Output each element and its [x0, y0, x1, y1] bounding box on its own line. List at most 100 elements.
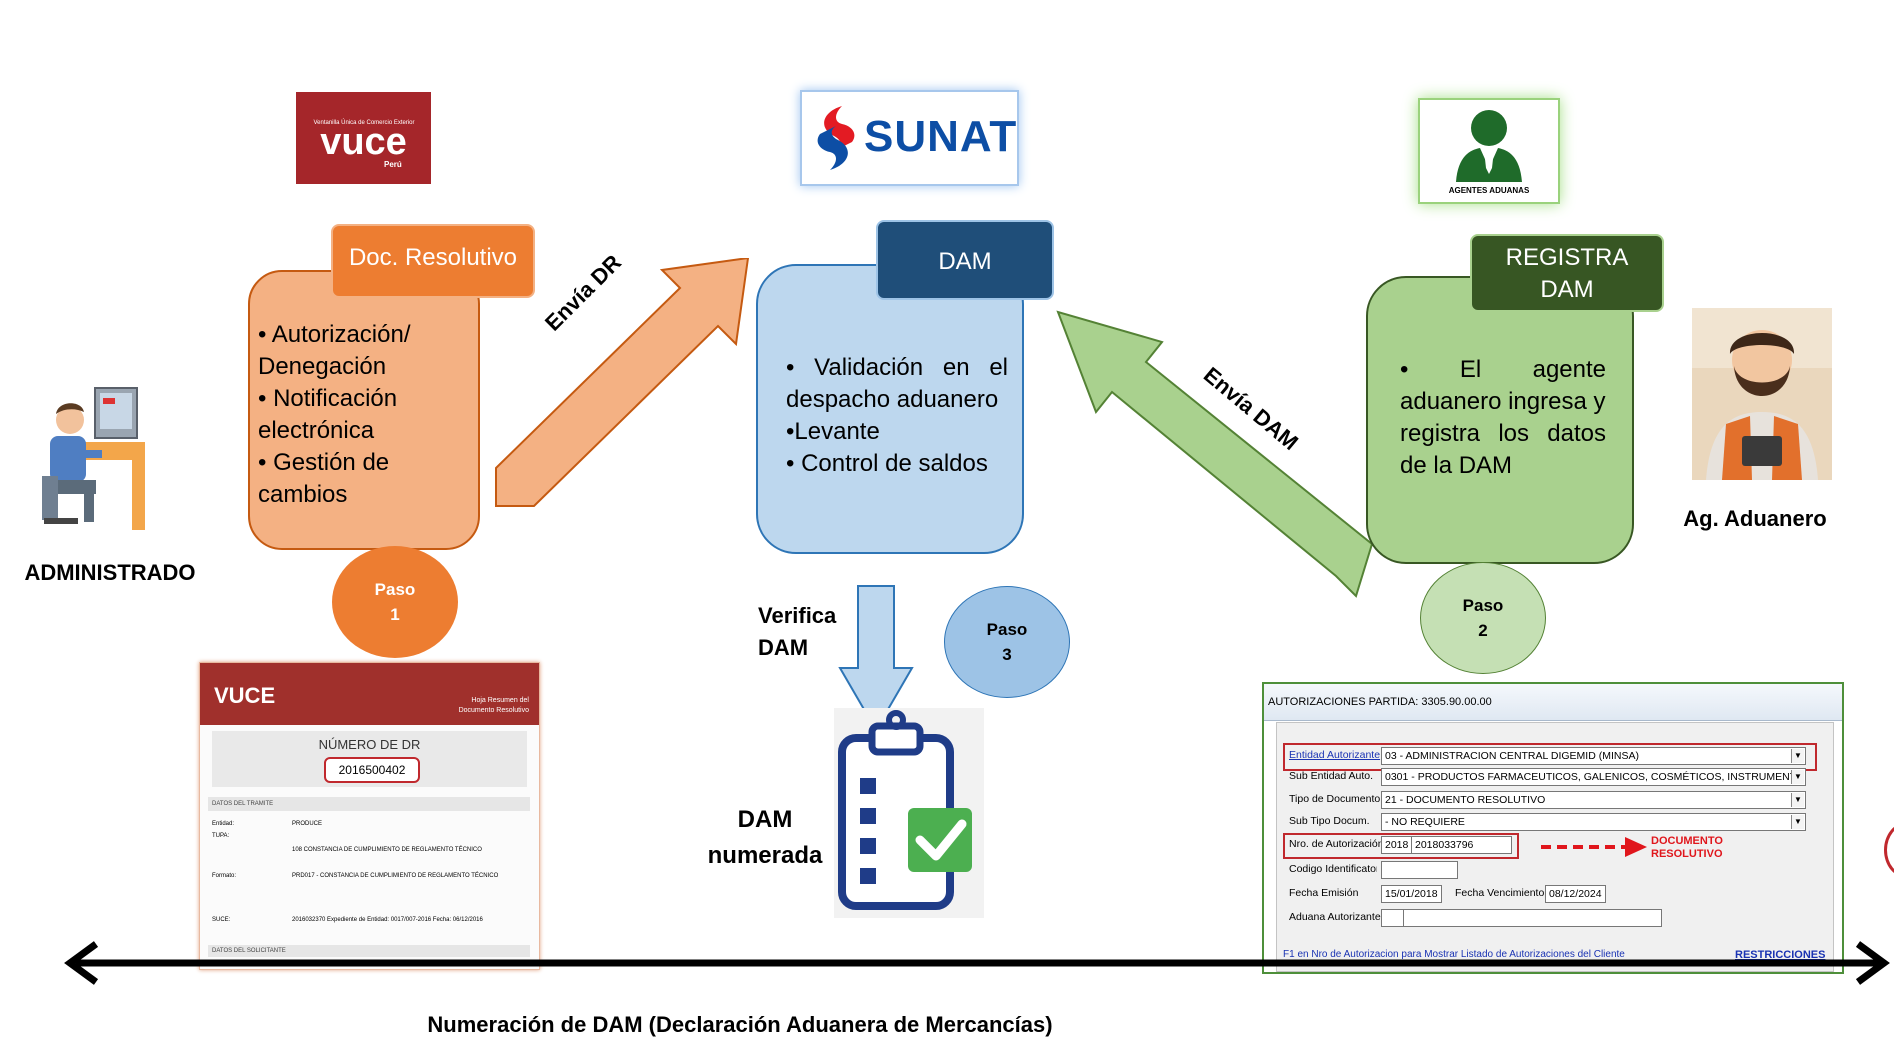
- codigo-identificatorio-input[interactable]: [1381, 861, 1458, 879]
- restricciones-link[interactable]: RESTRICCIONES: [1735, 949, 1826, 961]
- ag-aduanero-label: Ag. Aduanero: [1683, 506, 1827, 531]
- doc-resolutivo-item: cambios: [258, 481, 348, 508]
- vuce-doc-row-value: 2016032370 Expediente de Entidad: 0017/0…: [292, 917, 483, 923]
- nro-autorizacion-label: Nro. de Autorización: [1289, 838, 1384, 850]
- envia-dr-arrow: [495, 258, 750, 507]
- chevron-down-icon[interactable]: ▼: [1791, 793, 1804, 807]
- chevron-down-icon[interactable]: ▼: [1791, 815, 1804, 829]
- registra-dam-tab-line: REGISTRA: [1505, 244, 1629, 271]
- vuce-document-preview: VUCE Hoja Resumen del Documento Resoluti…: [199, 662, 540, 970]
- paso-1-number: 1: [390, 605, 400, 624]
- documento-resolutivo-callout: DOCUMENTO RESOLUTIVO: [1651, 835, 1723, 861]
- sunat-logo: SUNAT: [800, 90, 1019, 186]
- aduana-autorizante-label: Aduana Autorizante: [1289, 911, 1381, 923]
- vuce-doc-header-right-1: Hoja Resumen del: [471, 697, 529, 704]
- nro-autorizacion-year-input[interactable]: 2018: [1381, 836, 1412, 854]
- vuce-doc-row-key: Formato:: [212, 873, 237, 879]
- doc-resolutivo-item: electrónica: [258, 417, 375, 444]
- vuce-doc-row-value: 108 CONSTANCIA DE CUMPLIMIENTO DE REGLAM…: [292, 847, 482, 853]
- chevron-down-icon[interactable]: ▼: [1791, 749, 1804, 763]
- sub-tipo-value: - NO REQUIERE: [1385, 816, 1465, 828]
- dam-tab: DAM: [876, 220, 1054, 300]
- tipo-documento-label: Tipo de Documento: [1289, 793, 1381, 805]
- vuce-doc-header-right-2: Documento Resolutivo: [458, 707, 529, 714]
- doc-resolutivo-item: • Gestión de: [258, 449, 390, 476]
- paso-2-number: 2: [1478, 621, 1488, 640]
- vuce-doc-number-panel: NÚMERO DE DR 2016500402: [212, 731, 527, 787]
- dam-numerada-line: DAM: [737, 806, 793, 833]
- form-footer-hint: F1 en Nro de Autorizacion para Mostrar L…: [1283, 949, 1625, 960]
- computer-user-icon: [42, 387, 145, 530]
- vuce-doc-row-key: TUPA:: [212, 833, 230, 839]
- form-panel: Entidad Autorizante 03 - ADMINISTRACION …: [1276, 722, 1834, 972]
- vuce-doc-row: Entidad:: [212, 821, 234, 827]
- vuce-doc-number-value: 2016500402: [324, 757, 420, 783]
- sub-entidad-select[interactable]: 0301 - PRODUCTOS FARMACEUTICOS, GALENICO…: [1381, 768, 1806, 786]
- paso-3-badge: Paso 3: [944, 586, 1070, 698]
- agent-person-icon: [1456, 110, 1522, 182]
- agentes-aduanas-logo: AGENTES ADUANAS: [1418, 98, 1560, 204]
- vuce-doc-header-title: VUCE: [214, 683, 276, 708]
- documento-resolutivo-line: RESOLUTIVO: [1651, 848, 1723, 860]
- registra-dam-tab-line: DAM: [1540, 276, 1594, 303]
- vuce-doc-header: VUCE Hoja Resumen del Documento Resoluti…: [200, 663, 539, 725]
- aduana-autorizante-name-input[interactable]: [1403, 909, 1662, 927]
- registra-dam-tab: REGISTRA DAM: [1470, 234, 1664, 312]
- doc-resolutivo-item: • Notificación: [258, 385, 398, 412]
- paso-3-number: 3: [1002, 645, 1012, 664]
- doc-resolutivo-tab: Doc. Resolutivo: [331, 224, 535, 298]
- sub-tipo-select[interactable]: - NO REQUIERE ▼: [1381, 813, 1806, 831]
- vuce-logo-tagline: Ventanilla Única de Comercio Exterior: [313, 120, 415, 126]
- registra-dam-item: • El agente: [1400, 356, 1606, 383]
- verifica-dam-line: DAM: [758, 635, 809, 660]
- paso-3-label: Paso: [986, 620, 1028, 639]
- documento-resolutivo-line: DOCUMENTO: [1651, 835, 1723, 847]
- aduana-autorizante-code-input[interactable]: [1381, 909, 1404, 927]
- autorizaciones-form: AUTORIZACIONES PARTIDA: 3305.90.00.00 En…: [1262, 682, 1844, 974]
- dam-item: despacho aduanero: [786, 386, 999, 413]
- nro-autorizacion-input[interactable]: 2018033796: [1411, 836, 1512, 854]
- fecha-emision-input[interactable]: 15/01/2018: [1381, 885, 1442, 903]
- vuce-doc-row-value: PRODUCE: [292, 821, 323, 827]
- clipboard-check-icon: [834, 708, 984, 918]
- dam-item: • Control de saldos: [786, 450, 988, 477]
- doc-resolutivo-box: [248, 270, 480, 550]
- customs-agent-avatar-icon: [1692, 308, 1832, 480]
- paso-2-label: Paso: [1462, 596, 1504, 615]
- chevron-down-icon[interactable]: ▼: [1791, 770, 1804, 784]
- documento-resolutivo-arrow: [1541, 837, 1647, 857]
- fecha-vencimiento-input[interactable]: 08/12/2024: [1545, 885, 1606, 903]
- vuce-doc-row: TUPA:: [212, 833, 229, 839]
- envia-dam-arrow: [1056, 310, 1374, 598]
- vuce-doc-number-label: NÚMERO DE DR: [318, 737, 421, 752]
- tipo-documento-select[interactable]: 21 - DOCUMENTO RESOLUTIVO ▼: [1381, 791, 1806, 809]
- vuce-doc-row-value: PRD017 - CONSTANCIA DE CUMPLIMIENTO DE R…: [292, 873, 499, 879]
- agentes-aduanas-caption: AGENTES ADUANAS: [1448, 186, 1530, 195]
- verifica-dam-line: Verifica: [758, 603, 837, 628]
- tipo-documento-value: 21 - DOCUMENTO RESOLUTIVO: [1385, 794, 1546, 806]
- registra-dam-list: • El agente aduanero ingresa y registra …: [1400, 354, 1606, 482]
- dam-numerada-line: numerada: [707, 842, 823, 869]
- vuce-logo-country: Perú: [384, 160, 402, 169]
- dam-numerada-label: DAM numerada: [700, 802, 830, 874]
- nro-autorizacion-highlight: [1283, 833, 1519, 859]
- paso-1-label: Paso: [374, 580, 416, 599]
- entidad-autorizante-value: 03 - ADMINISTRACION CENTRAL DIGEMID (MIN…: [1385, 750, 1639, 762]
- vuce-doc-section-2: DATOS DEL SOLICITANTE: [208, 945, 530, 957]
- administrado-label: ADMINISTRADO: [24, 560, 196, 585]
- vuce-logo: Ventanilla Única de Comercio Exterior vu…: [296, 92, 431, 184]
- vuce-doc-row: Formato:: [212, 873, 236, 879]
- paso-2-badge: Paso 2: [1420, 562, 1546, 674]
- doc-resolutivo-item: Denegación: [258, 353, 387, 380]
- timeline-double-arrow: [64, 941, 1890, 985]
- entidad-autorizante-link[interactable]: Entidad Autorizante: [1289, 749, 1381, 761]
- codigo-identificatorio-label: Codigo Identificatorio: [1289, 863, 1377, 875]
- vuce-doc-row-key: SUCE:: [212, 917, 231, 923]
- paso-1-badge: Paso 1: [332, 546, 458, 658]
- vuce-doc-section-1: DATOS DEL TRAMITE: [208, 797, 530, 811]
- dam-box: [756, 264, 1024, 554]
- vuce-logo-word: vuce: [320, 121, 407, 163]
- dam-item: •Levante: [786, 418, 880, 445]
- dam-item: • Validación en el: [786, 354, 1008, 381]
- entidad-autorizante-select[interactable]: 03 - ADMINISTRACION CENTRAL DIGEMID (MIN…: [1381, 747, 1806, 765]
